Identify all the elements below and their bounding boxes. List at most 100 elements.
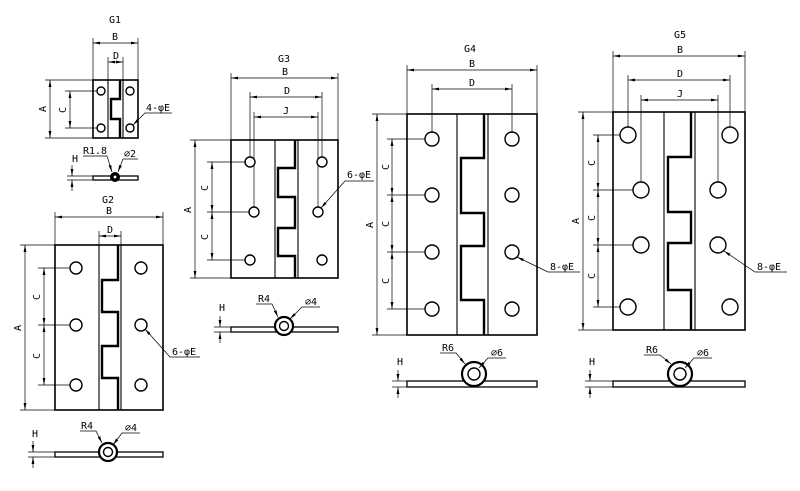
g2-radius-label: R4 [81,421,93,432]
g5-diameter-label: ⌀6 [697,348,709,359]
g4-c-label-3: C [381,278,392,284]
g3-front-view: G3 B D J A C C 6-φE [183,54,374,279]
g5-hole [632,236,650,254]
g5-hole [709,181,727,199]
g1-hole [96,86,106,96]
g5-radius-label: R6 [646,345,658,356]
g2-knuckle-segments [100,245,120,410]
g3-hole [244,254,256,266]
g4-hole [504,131,520,147]
g2-hole [69,261,83,275]
g4-hole-callout-leader [516,256,580,273]
g5-h-label: H [589,357,595,368]
g3-title: G3 [278,54,290,65]
g2-hole [69,318,83,332]
g5-c-label-1: C [587,160,598,166]
g4-c-label-1: C [381,164,392,170]
g3-radius-leader [256,303,279,318]
g1-hole-callout: 4-φE [146,103,170,114]
g4-hole [504,244,520,260]
g4-diameter-label: ⌀6 [491,348,503,359]
g4-hole [504,301,520,317]
g2-side-view: H R4 ⌀4 [28,421,164,468]
g5-c-label-2: C [587,215,598,221]
g2-hole [134,261,148,275]
g4-knuckle-segments [459,114,486,335]
g4-a-label: A [365,222,376,228]
g1-hole [96,123,106,133]
g4-diameter-leader [478,357,506,369]
g5-hole [619,126,637,144]
g4-title: G4 [464,44,476,55]
g4-front-view: G4 B D A C C C 8-φE [365,44,580,336]
g4-hole [424,187,440,203]
g1-hole [125,86,135,96]
g3-hole [316,156,328,168]
g3-radius-label: R4 [258,294,270,305]
g5-j-label: J [677,89,683,100]
g4-radius-label: R6 [442,343,454,354]
g2-hole [134,318,148,332]
g1-hole [125,123,135,133]
g2-title: G2 [102,195,114,206]
g1-b-label: B [112,32,118,43]
g3-diameter-leader [289,306,320,320]
g3-hole [312,206,324,218]
g1-a-label: A [38,106,49,112]
g4-hinge-plate [406,113,538,336]
g4-h-label: H [397,357,403,368]
g5-d-label: D [677,69,683,80]
g1-knuckle-segments [109,80,122,138]
g4-side-view: H R6 ⌀6 [392,343,538,398]
g2-diameter-leader [112,432,140,446]
g1-side-view: H R1.8 ⌀2 [67,146,139,191]
g5-hole-callout: 8-φE [757,262,781,273]
g2-b-label: B [106,206,112,217]
g3-hole [316,254,328,266]
g2-hole-callout-leader [144,328,200,358]
g5-c-label-3: C [587,273,598,279]
g1-h-label: H [72,154,78,165]
g5-a-label: A [571,218,582,224]
g1-c-label: C [58,107,69,113]
g3-hole-callout-leader [320,180,374,209]
g5-hole [721,126,739,144]
g3-diameter-label: ⌀4 [305,297,317,308]
g2-hole-callout: 6-φE [172,347,196,358]
g2-h-label: H [32,429,38,440]
g1-hole-callout-leader [132,112,172,126]
g1-side-pin [113,175,117,179]
g5-radius-leader [644,354,672,365]
g5-diameter-leader [684,357,712,369]
g5-hole [721,298,739,316]
g1-diameter-label: ⌀2 [124,149,136,160]
g5-b-label: B [677,45,683,56]
g5-side-pin [673,367,687,381]
g2-radius-leader [80,430,103,444]
g3-a-label: A [183,207,194,213]
g4-hole [424,244,440,260]
g5-hole [709,236,727,254]
g3-hinge-plate [230,139,339,279]
g2-front-view: G2 B D A C C 6-φE [13,195,200,411]
g3-c-label-upper: C [200,185,211,191]
g3-hole [248,206,260,218]
g2-hole [69,378,83,392]
g5-title: G5 [674,30,686,41]
g4-side-pin [467,367,481,381]
g4-hole [424,131,440,147]
g2-d-label: D [107,225,113,236]
g2-a-label: A [13,325,24,331]
g4-c-label-2: C [381,221,392,227]
g2-hinge-plate [54,244,164,411]
g3-d-label: D [284,86,290,97]
g4-hole [504,187,520,203]
g1-radius-label: R1.8 [83,146,107,157]
g2-c-label-upper: C [32,294,43,300]
g5-hole-callout-leader [723,250,787,273]
g3-b-label: B [282,67,288,78]
g4-radius-leader [440,352,466,365]
g5-knuckle-segments [666,112,693,330]
g3-c-label-lower: C [200,234,211,240]
g3-side-pin [278,320,290,332]
